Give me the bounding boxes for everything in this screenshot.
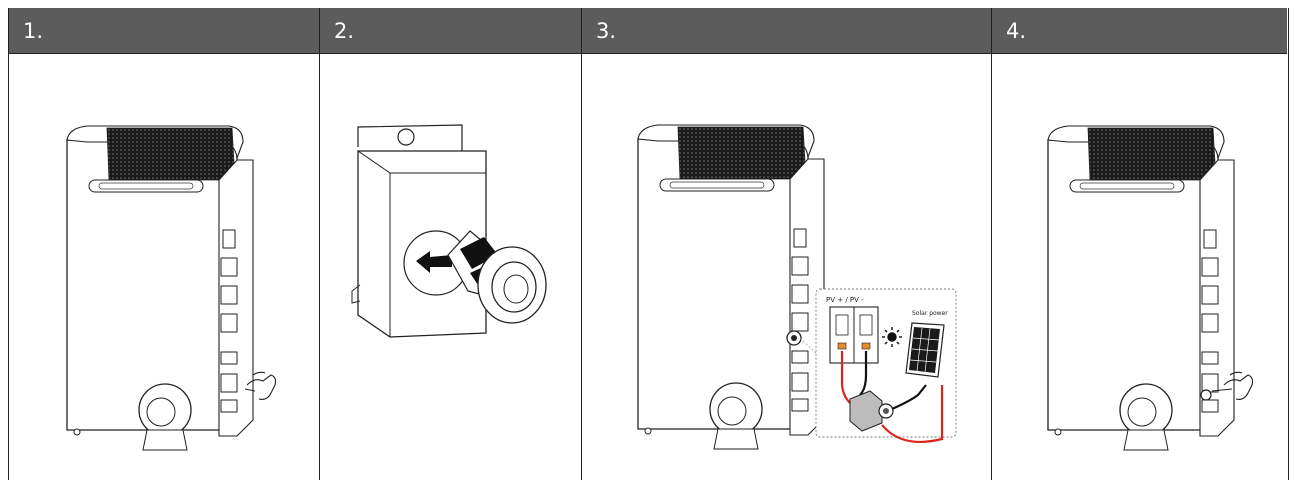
hand-icon <box>244 371 277 400</box>
terminal-block-icon <box>829 306 879 364</box>
panel-step-4: 4. <box>992 8 1287 480</box>
solar-power-label: Solar power <box>912 310 948 317</box>
terminal-label: PV + / PV - <box>826 296 864 304</box>
panel-step-1: 1. <box>9 8 320 480</box>
arrow-icon <box>416 251 452 273</box>
step-2-illustration <box>320 55 581 480</box>
solar-panel-icon <box>905 322 945 378</box>
step-2-label: 2. <box>320 8 581 54</box>
cable-gland-icon <box>447 230 547 324</box>
step-4-illustration <box>992 55 1287 480</box>
panel-step-2: 2. <box>320 8 582 480</box>
step-3-label: 3. <box>582 8 991 54</box>
hand-icon <box>1211 371 1254 400</box>
step-1-illustration <box>9 55 319 480</box>
step-4-label: 4. <box>992 8 1287 54</box>
panel-step-3: 3. PV + / PV - <box>582 8 992 480</box>
instruction-grid: 1. 2. <box>8 8 1289 480</box>
step-1-label: 1. <box>9 8 319 54</box>
junction-box-icon <box>849 390 894 432</box>
sun-icon <box>882 327 902 347</box>
step-3-illustration: PV + / PV - <box>582 55 991 480</box>
